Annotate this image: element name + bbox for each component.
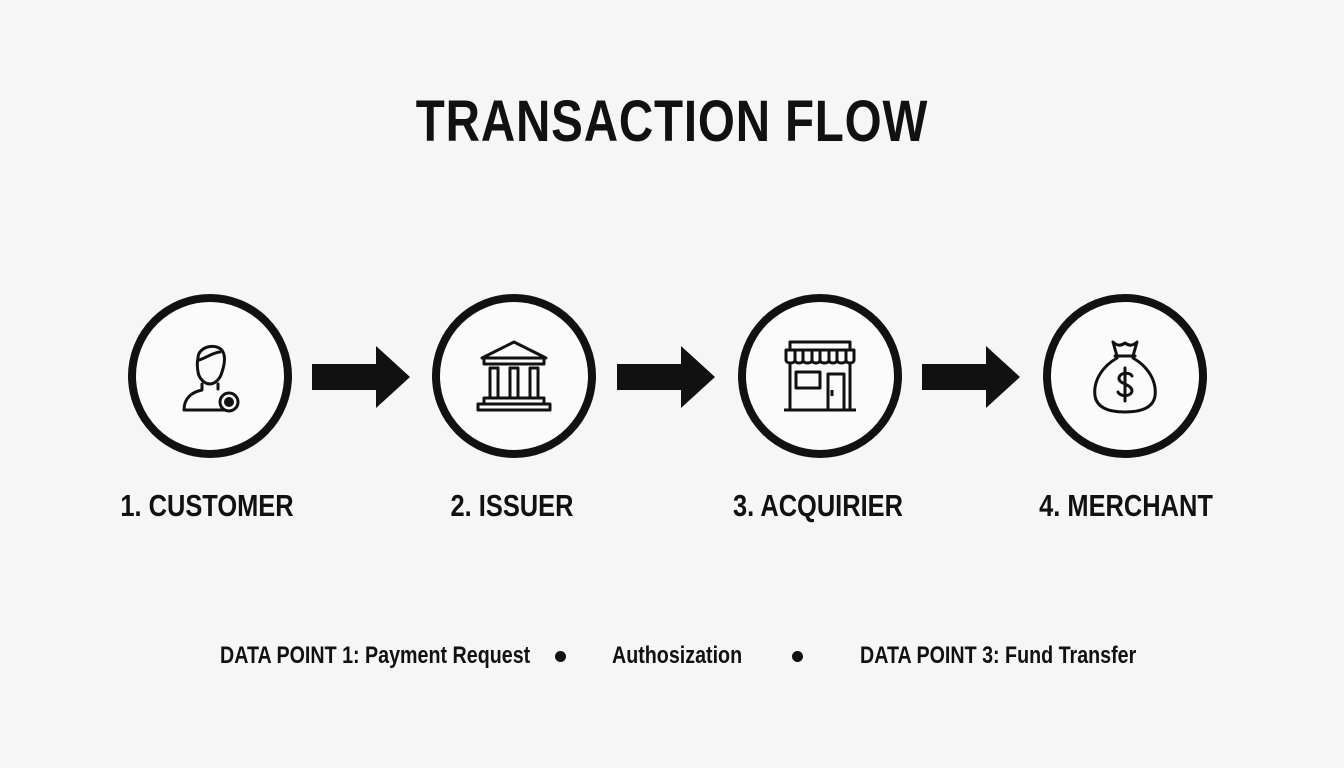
diagram-title: TRANSACTION FLOW xyxy=(415,89,929,154)
storefront-icon xyxy=(784,340,856,412)
issuer-node xyxy=(432,294,596,458)
step-label-customer: 1. CUSTOMER xyxy=(120,488,294,523)
data-point-3: DATA POINT 3: Fund Transfer xyxy=(860,642,1137,669)
right-arrow-icon xyxy=(617,346,715,408)
step-label-issuer: 2. ISSUER xyxy=(450,488,574,523)
separator-dot xyxy=(555,651,566,662)
bank-icon xyxy=(476,340,552,412)
flow-arrow-3 xyxy=(922,346,1020,408)
step-label-merchant: 4. MERCHANT xyxy=(1039,488,1213,523)
acquirier-node xyxy=(738,294,902,458)
right-arrow-icon xyxy=(312,346,410,408)
right-arrow-icon xyxy=(922,346,1020,408)
step-label-acquirier: 3. ACQUIRIER xyxy=(733,488,903,523)
data-point-1: DATA POINT 1: Payment Request xyxy=(220,642,531,669)
separator-dot xyxy=(792,651,803,662)
flow-arrow-2 xyxy=(617,346,715,408)
customer-node xyxy=(128,294,292,458)
person-icon xyxy=(182,344,240,413)
money-bag-icon xyxy=(1093,340,1157,414)
merchant-node xyxy=(1043,294,1207,458)
data-point-2: Authosization xyxy=(612,642,743,669)
flow-arrow-1 xyxy=(312,346,410,408)
